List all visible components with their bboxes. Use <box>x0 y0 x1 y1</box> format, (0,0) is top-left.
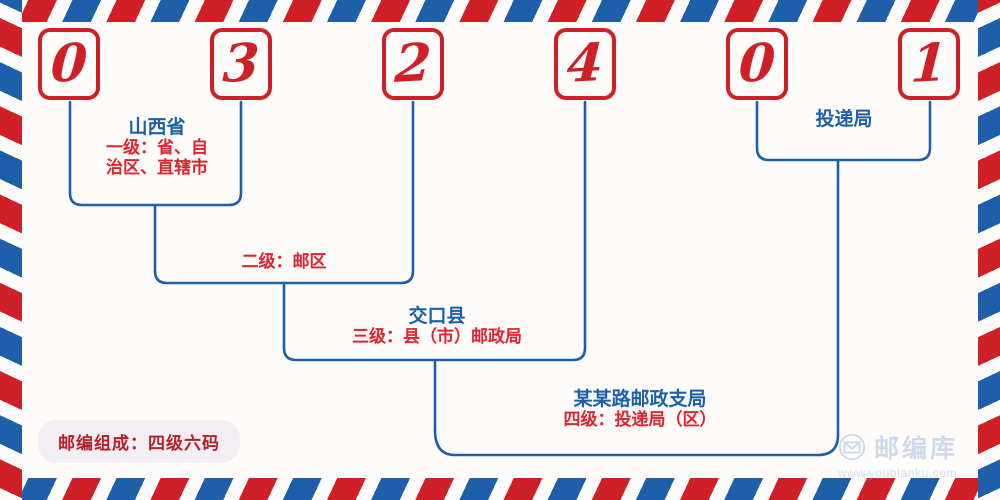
stripe-pattern-bottom <box>0 478 1000 500</box>
label-level-1-desc-line-2: 治区、直辖市 <box>106 158 208 178</box>
label-level-2: 二级：邮区 <box>184 252 384 272</box>
digit-glyph-4: 4 <box>565 32 605 95</box>
digit-box-6[interactable]: 1 <box>898 28 960 100</box>
stripe-pattern-right <box>978 0 1000 500</box>
digit-box-1[interactable]: 0 <box>38 28 100 100</box>
watermark-row: 邮编库 <box>837 429 958 465</box>
label-level-1-desc-line-1: 一级：省、自 <box>106 138 208 158</box>
airmail-border-top <box>0 0 1000 22</box>
digit-box-4[interactable]: 4 <box>554 28 616 100</box>
digit-glyph-3: 2 <box>393 32 433 95</box>
watermark-brand: 邮编库 <box>873 434 958 463</box>
airmail-border-right <box>978 0 1000 500</box>
wire-delivery-office <box>755 100 932 162</box>
digit-glyph-2: 3 <box>221 32 261 95</box>
airmail-border-left <box>0 0 22 500</box>
label-level-4-desc: 四级：投递局（区） <box>563 410 717 430</box>
label-level-3-desc: 三级：县（市）邮政局 <box>352 327 522 347</box>
digit-glyph-1: 0 <box>49 32 89 95</box>
stripe-pattern-left <box>0 0 22 500</box>
watermark-url: www.youbianku.com <box>837 466 958 480</box>
label-delivery-office-name: 投递局 <box>815 108 873 130</box>
label-level-4-name: 某某路邮政支局 <box>573 388 707 410</box>
airmail-border-bottom <box>0 478 1000 500</box>
wire-level-3 <box>282 100 587 362</box>
digit-box-5[interactable]: 0 <box>726 28 788 100</box>
label-level-3-name: 交口县 <box>408 305 466 327</box>
envelope-circle-icon <box>838 433 866 461</box>
digit-box-2[interactable]: 3 <box>210 28 272 100</box>
wire-level-4 <box>433 158 840 457</box>
watermark: 邮编库 www.youbianku.com <box>837 429 958 480</box>
digit-glyph-5: 0 <box>737 32 777 95</box>
label-level-2-desc: 二级：邮区 <box>241 252 327 271</box>
label-level-4: 某某路邮政支局 四级：投递局（区） <box>470 388 810 430</box>
stripe-pattern-top <box>0 0 1000 22</box>
composition-badge: 邮编组成：四级六码 <box>38 420 240 463</box>
digit-glyph-6: 1 <box>909 32 949 95</box>
label-level-1-name: 山西省 <box>128 116 186 138</box>
label-delivery-office: 投递局 <box>768 108 920 130</box>
label-level-3: 交口县 三级：县（市）邮政局 <box>312 305 562 347</box>
label-level-1: 山西省 一级：省、自 治区、直辖市 <box>78 116 236 179</box>
digit-box-3[interactable]: 2 <box>382 28 444 100</box>
